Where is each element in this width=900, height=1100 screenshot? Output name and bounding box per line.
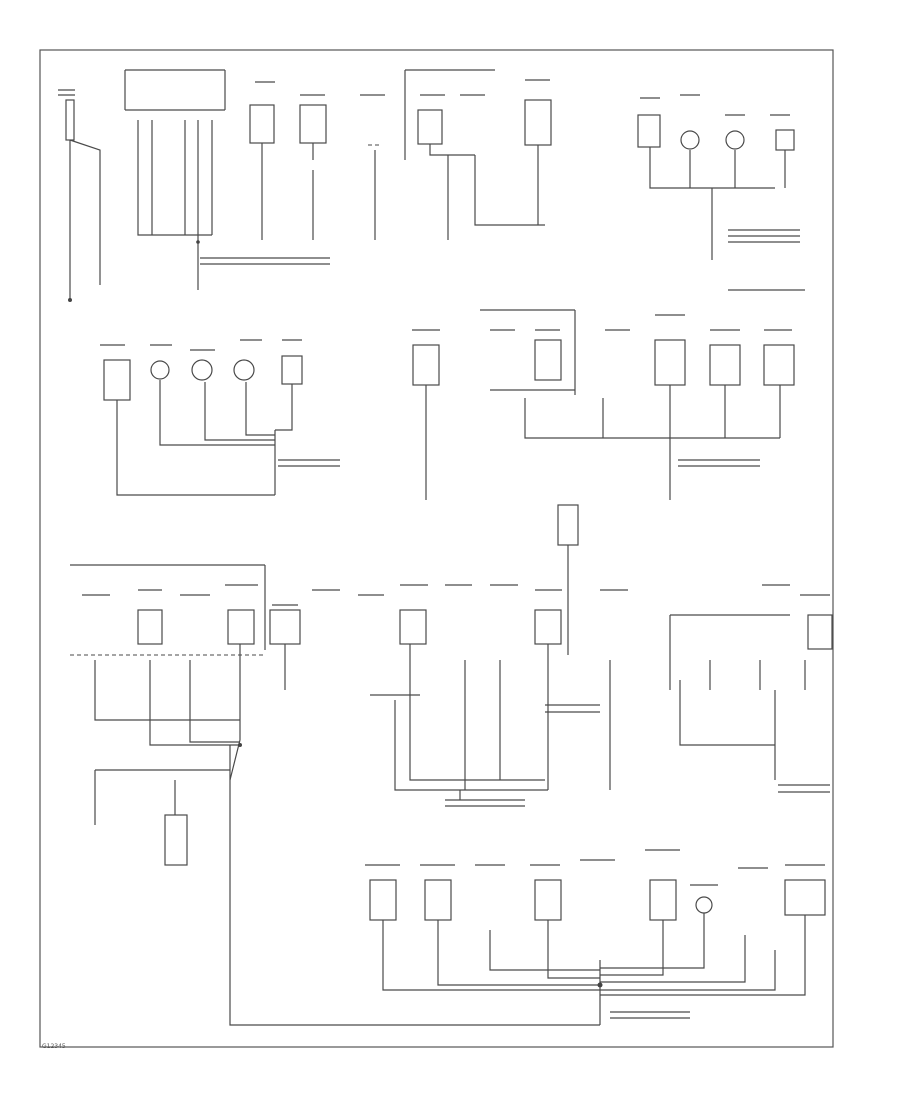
diagram-code: G12345 (42, 1043, 66, 1050)
label-marks (58, 79, 830, 1019)
lower-row-circuits (70, 504, 833, 1026)
middle-row-circuits (103, 309, 795, 500)
bottom-row-circuits (250, 879, 826, 1026)
top-row-circuits (65, 69, 795, 302)
diagram-border (39, 49, 834, 1048)
